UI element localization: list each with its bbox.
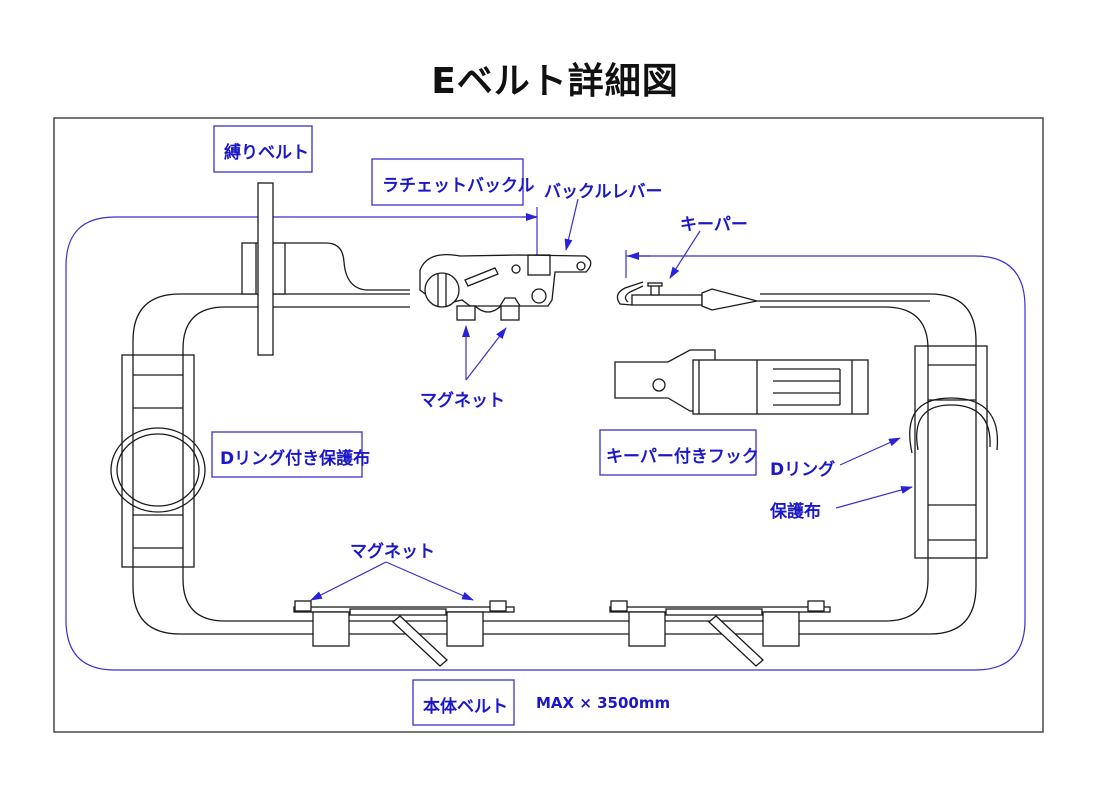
magnet-clip-right [609, 600, 831, 667]
label-magnet-bottom: マグネット [350, 542, 435, 562]
arrow-magnet-bottom-2 [385, 561, 474, 601]
ratchet-buckle [419, 253, 592, 321]
label-box-ratchet-buckle [371, 158, 524, 206]
arrow-keeper [669, 230, 701, 279]
label-d-ring-cover: Dリング付き保護布 [220, 449, 371, 469]
label-buckle-lever: バックルレバー [544, 182, 663, 202]
dimension-outline [65, 216, 1026, 671]
binding-belt [241, 182, 410, 356]
keeper-hook [616, 281, 930, 311]
label-protective-cloth: 保護布 [770, 502, 821, 522]
right-d-ring-cover [909, 345, 999, 559]
arrow-magnet-top-2 [465, 327, 507, 381]
diagram-title: Eベルト詳細図 [431, 61, 679, 102]
label-box-main-belt [412, 679, 515, 726]
drawing-frame [53, 117, 1044, 733]
label-binding-belt: 縛りベルト [224, 143, 309, 163]
label-max-length: MAX × 3500mm [536, 694, 671, 712]
magnet-clip-left [293, 600, 515, 667]
label-box-d-ring-cover [211, 431, 363, 478]
label-box-binding-belt [213, 125, 313, 173]
arrow-protective-cloth [835, 486, 913, 509]
label-magnet-top: マグネット [420, 391, 505, 411]
label-d-ring: Dリング [770, 460, 836, 480]
hook-detail [614, 349, 869, 415]
arrow-buckle-lever [564, 198, 579, 251]
left-d-ring-cover [110, 354, 206, 568]
arrow-magnet-bottom-1 [310, 561, 387, 601]
label-box-hook [599, 429, 757, 476]
arrow-d-ring [839, 437, 901, 466]
label-hook-with-keeper: キーパー付きフック [606, 447, 759, 467]
label-ratchet-buckle: ラチェットバックル [382, 176, 535, 196]
label-main-belt: 本体ベルト [423, 697, 508, 717]
main-belt [132, 293, 977, 635]
label-keeper: キーパー [680, 215, 748, 235]
